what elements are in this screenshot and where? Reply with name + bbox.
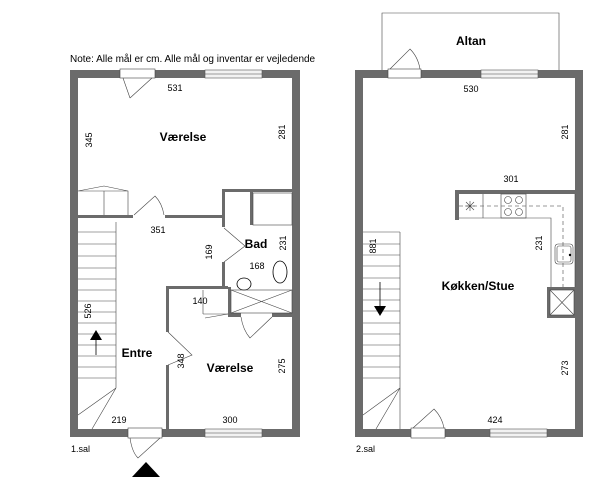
floor-1-plan: 531 345 281 Værelse 351 169 Bad 231 168 … [70, 68, 300, 477]
entrance-marker-icon [132, 462, 160, 477]
dim-label: 345 [84, 132, 94, 147]
room-label-entre: Entre [122, 346, 153, 360]
wall [166, 365, 169, 433]
floor-label: 2.sal [356, 444, 375, 454]
note-text: Note: Alle mål er cm. Alle mål og invent… [70, 53, 316, 65]
sink-icon [554, 243, 574, 265]
shower [230, 289, 293, 314]
wall [355, 429, 583, 437]
toilet-icon [272, 260, 288, 284]
door-swing [129, 437, 161, 459]
dim-label: 231 [278, 235, 288, 250]
door [410, 427, 446, 439]
dim-label: 219 [111, 415, 126, 425]
balcony [381, 12, 560, 70]
entrance-door [127, 427, 163, 439]
dim-label: 881 [368, 238, 378, 253]
extractor-fan-icon [465, 201, 475, 211]
dim-label: 281 [560, 124, 570, 139]
wall [70, 429, 300, 437]
shelf [252, 192, 293, 226]
dim-label: 281 [277, 124, 287, 139]
wall [228, 287, 231, 317]
dim-label: 300 [222, 415, 237, 425]
staircase [77, 222, 117, 430]
wall [292, 70, 300, 437]
door-swing [389, 48, 421, 70]
door-swing [240, 316, 273, 339]
balcony-door [387, 68, 422, 79]
dim-label: 273 [560, 360, 570, 375]
wall [575, 70, 583, 437]
dim-label: 301 [503, 174, 518, 184]
wall [222, 262, 225, 288]
door-swing [412, 408, 445, 429]
wall [78, 215, 133, 218]
dim-label: 530 [463, 84, 478, 94]
dim-label: 348 [176, 353, 186, 368]
room-label-vaerelse: Værelse [160, 130, 207, 144]
wall [272, 313, 292, 317]
dim-label: 169 [204, 244, 214, 259]
wall [70, 70, 300, 78]
door-swing [167, 331, 193, 366]
wall [222, 189, 292, 192]
wall [355, 70, 363, 437]
floor-2-plan: Altan [355, 12, 583, 454]
wall [355, 70, 583, 78]
wall [165, 215, 225, 218]
dim-label: 231 [534, 235, 544, 250]
door-swing [122, 77, 153, 99]
door-swing [133, 195, 165, 216]
room-label-kitchen: Køkken/Stue [442, 279, 515, 293]
dim-label: 531 [167, 83, 182, 93]
dim-label: 351 [150, 225, 165, 235]
wall [455, 190, 459, 220]
wall [166, 286, 169, 332]
door [119, 68, 156, 79]
floor-label: 1.sal [71, 444, 90, 454]
wall [70, 70, 78, 437]
wall [455, 190, 575, 194]
wall [166, 286, 228, 289]
dim-label: 526 [83, 303, 93, 318]
dim-label: 168 [249, 261, 264, 271]
wall [250, 192, 253, 225]
door-swing [223, 227, 246, 263]
closet [77, 185, 129, 216]
sink-icon [236, 277, 252, 291]
dim-label: 424 [487, 415, 502, 425]
room-label-bad: Bad [245, 237, 268, 251]
dim-label: 140 [192, 296, 207, 306]
wall [222, 189, 225, 227]
kitchen-counter [455, 190, 576, 318]
dim-label: 275 [277, 358, 287, 373]
room-label-vaerelse-2: Værelse [207, 361, 254, 375]
wall [228, 313, 241, 317]
staircase [362, 231, 401, 430]
room-label-altan: Altan [456, 34, 486, 48]
